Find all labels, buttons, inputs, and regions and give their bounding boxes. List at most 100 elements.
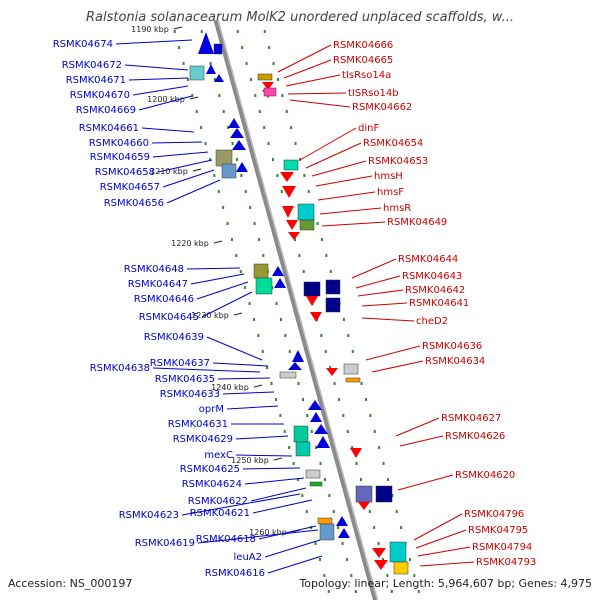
gene-arrow-reverse — [262, 82, 274, 90]
track-guide-inner-left-dot — [288, 350, 291, 353]
leader-line-right — [413, 513, 463, 541]
track-guide-inner-right-dot — [337, 398, 340, 401]
gene-label-right: tIsRso14a — [342, 70, 391, 81]
track-guide-inner-left-dot — [284, 334, 287, 337]
leader-line-left — [222, 391, 275, 395]
leader-line-left — [151, 141, 203, 144]
track-guide-outer-left-dot — [252, 318, 255, 321]
gene-arrow-reverse — [282, 186, 296, 198]
gene-label-left: RSMK04633 — [160, 389, 220, 400]
leader-line-left — [244, 477, 305, 485]
track-guide-outer-right-dot — [294, 142, 297, 145]
track-guide-inner-right-dot — [346, 430, 349, 433]
track-guide-inner-left-dot — [262, 254, 265, 257]
gene-block — [305, 469, 321, 479]
track-guide-outer-left-dot — [244, 286, 247, 289]
track-guide-inner-right-dot — [280, 190, 283, 193]
leader-line-left — [166, 179, 221, 204]
track-guide-inner-left-dot — [279, 318, 282, 321]
leader-line-left — [141, 127, 195, 133]
gene-label-left: RSMK04622 — [188, 496, 248, 507]
track-guide-outer-right-dot — [347, 334, 350, 337]
scale-tick-label: 1230 kbp — [191, 311, 229, 320]
track-guide-outer-right-dot — [307, 190, 310, 193]
track-guide-outer-right-dot — [316, 222, 319, 225]
track-guide-outer-left-dot — [296, 478, 299, 481]
track-guide-inner-left-dot — [345, 558, 348, 561]
gene-label-right: RSMK04793 — [476, 557, 536, 568]
track-guide-outer-left-dot — [217, 190, 220, 193]
leader-line-left — [197, 529, 319, 544]
track-guide-inner-right-dot — [302, 270, 305, 273]
chromosome-backbone-highlight — [217, 19, 379, 600]
gene-label-right: RSMK04620 — [455, 470, 515, 481]
gene-label-right: RSMK04626 — [445, 431, 505, 442]
leader-line-right — [277, 44, 332, 73]
gene-block — [343, 363, 359, 375]
track-guide-outer-right-dot — [272, 62, 275, 65]
scale-tick-label: 1240 kbp — [211, 383, 249, 392]
track-guide-outer-left-dot — [323, 574, 326, 577]
track-guide-inner-right-dot — [351, 446, 354, 449]
track-guide-inner-left-dot — [257, 238, 260, 241]
track-guide-outer-right-dot — [364, 398, 367, 401]
leader-line-right — [395, 417, 440, 437]
gene-label-left: RSMK04672 — [62, 60, 122, 71]
gene-arrow-forward — [310, 412, 322, 422]
track-guide-inner-left-dot — [222, 110, 225, 113]
gene-arrow-reverse — [288, 232, 300, 240]
track-guide-outer-right-dot — [329, 270, 332, 273]
scale-tick-label: 1200 kbp — [147, 95, 185, 104]
gene-arrow-forward — [338, 528, 350, 538]
track-guide-outer-left-dot — [270, 382, 273, 385]
gene-arrow-forward — [336, 516, 348, 526]
leader-line-right — [283, 59, 332, 79]
map-title: Ralstonia solanacearum MolK2 unordered u… — [85, 10, 514, 25]
gene-label-right: RSMK04654 — [363, 138, 423, 149]
track-guide-outer-left-dot — [266, 366, 269, 369]
gene-label-left: RSMK04646 — [134, 294, 194, 305]
gene-label-left: RSMK04674 — [53, 39, 113, 50]
gene-label-right: RSMK04665 — [333, 55, 393, 66]
gene-arrow-reverse — [326, 368, 338, 376]
accession-text: Accession: NS_000197 — [8, 577, 133, 590]
leader-line-right — [415, 529, 467, 549]
leader-line-right — [361, 317, 415, 322]
gene-block — [345, 377, 361, 383]
gene-label-left: RSMK04625 — [180, 464, 240, 475]
track-guide-inner-right-dot — [386, 574, 389, 577]
track-guide-outer-right-dot — [400, 526, 403, 529]
track-guide-outer-left-dot — [195, 110, 198, 113]
leader-line-right — [305, 142, 362, 169]
track-guide-outer-left-dot — [274, 398, 277, 401]
gene-arrow-reverse — [374, 560, 388, 570]
track-guide-inner-left-dot — [323, 478, 326, 481]
track-guide-outer-left-dot — [204, 142, 207, 145]
gene-block — [309, 481, 323, 487]
gene-arrow-reverse — [372, 548, 386, 558]
gene-arrow-forward — [198, 32, 214, 54]
gene-label-left: RSMK04657 — [100, 182, 160, 193]
track-guide-outer-right-dot — [378, 446, 381, 449]
track-guide-outer-right-dot — [413, 574, 416, 577]
gene-arrow-forward — [232, 140, 246, 150]
leader-line-left — [226, 405, 279, 410]
gene-block — [295, 441, 311, 457]
track-guide-outer-right-dot — [290, 126, 293, 129]
track-guide-inner-left-dot — [297, 382, 300, 385]
gene-label-right: RSMK04643 — [402, 271, 462, 282]
scale-tick-mark — [273, 457, 283, 461]
gene-label-left: RSMK04659 — [90, 152, 150, 163]
gene-label-right: RSMK04644 — [398, 254, 458, 265]
gene-label-left: RSMK04616 — [205, 568, 265, 579]
gene-label-right: RSMK04794 — [472, 542, 532, 553]
scale-tick-mark — [213, 240, 223, 244]
leader-line-right — [417, 546, 471, 557]
gene-arrow-reverse — [280, 172, 294, 182]
track-guide-outer-left-dot — [283, 430, 286, 433]
track-guide-inner-left-dot — [306, 414, 309, 417]
gene-label-right: RSMK04642 — [405, 285, 465, 296]
leader-line-right — [357, 289, 404, 297]
gene-block — [255, 277, 273, 295]
